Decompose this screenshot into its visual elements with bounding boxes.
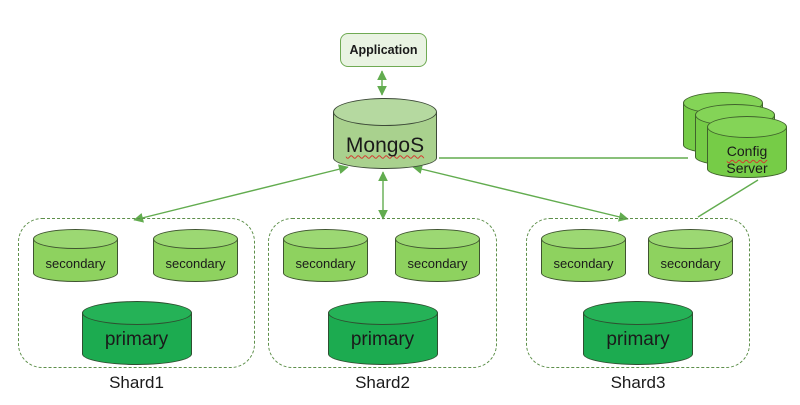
cylinder-top [583, 301, 693, 325]
secondary-label: secondary [660, 256, 721, 271]
mongos-label: MongoS [345, 133, 425, 157]
shard3-container: secondary secondary primary [526, 218, 750, 368]
primary-label: primary [350, 329, 415, 350]
cylinder-top [81, 301, 192, 325]
cylinder-top [707, 116, 787, 138]
cylinder-top [327, 301, 438, 325]
cylinder-top [33, 229, 118, 249]
shard2-label: Shard2 [355, 373, 410, 392]
cylinder-top [153, 229, 238, 249]
config-server-cylinder-front: Config Server [707, 116, 787, 178]
secondary-label: secondary [553, 256, 614, 271]
cylinder-top [283, 229, 368, 249]
secondary-label: secondary [165, 256, 226, 271]
application-node: Application [340, 33, 427, 67]
mongos-node: MongoS [333, 98, 437, 169]
shard1-secondary1-node: secondary [33, 229, 118, 282]
config-server-label: Config Server [726, 143, 768, 176]
primary-label: primary [606, 329, 670, 350]
cylinder-top [541, 229, 626, 249]
shard3-secondary1-node: secondary [541, 229, 626, 282]
secondary-label: secondary [295, 256, 356, 271]
cylinder-top [648, 229, 733, 249]
shard2-primary-node: primary [327, 301, 438, 365]
shard1-primary-node: primary [81, 301, 192, 365]
cylinder-top [333, 98, 437, 126]
cylinder-top [395, 229, 480, 249]
shard3-primary-node: primary [583, 301, 693, 365]
secondary-label: secondary [407, 256, 468, 271]
edge-mongos-shard1 [133, 164, 349, 223]
shard3-secondary2-node: secondary [648, 229, 733, 282]
shard2-secondary1-node: secondary [283, 229, 368, 282]
shard2-container: secondary secondary primary [268, 218, 497, 368]
shard2-secondary2-node: secondary [395, 229, 480, 282]
shard3-label: Shard3 [610, 373, 666, 392]
application-label: Application [349, 43, 418, 57]
shard1-label: Shard1 [109, 373, 164, 392]
edge-configserver-shard3 [697, 179, 759, 218]
secondary-label: secondary [45, 256, 106, 271]
edge-mongos-shard3 [412, 164, 629, 222]
shard1-container: secondary secondary primary [18, 218, 255, 368]
shard1-secondary2-node: secondary [153, 229, 238, 282]
primary-label: primary [104, 329, 169, 350]
